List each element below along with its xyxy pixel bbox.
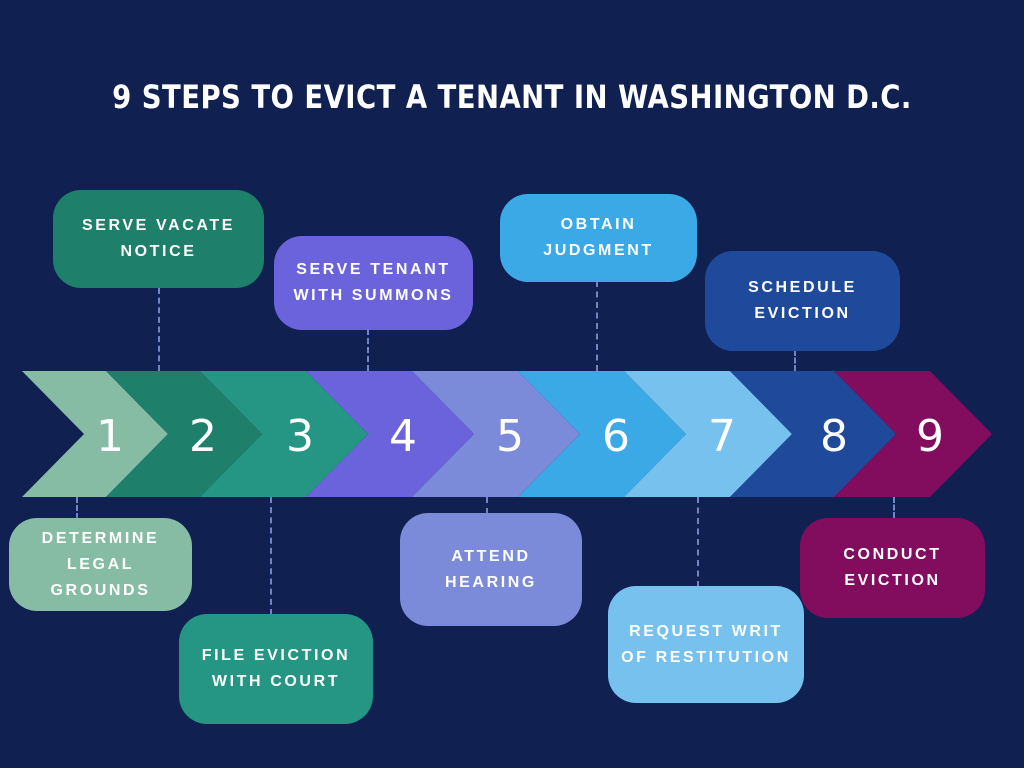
step-5-number: 5 (496, 411, 524, 462)
step-6-label: OBTAIN JUDGMENT (500, 194, 697, 282)
step-2-chevron (106, 371, 262, 497)
step-2-number: 2 (189, 411, 217, 462)
step-9-chevron (834, 371, 992, 497)
connector-line (367, 329, 369, 371)
step-2-label: SERVE VACATE NOTICE (53, 190, 264, 288)
step-1-label: DETERMINE LEGAL GROUNDS (9, 518, 192, 611)
step-8-chevron (730, 371, 896, 497)
connector-line (270, 497, 272, 615)
step-3-label: FILE EVICTION WITH COURT (179, 614, 373, 724)
step-7-chevron (624, 371, 792, 497)
step-8-label: SCHEDULE EVICTION (705, 251, 900, 351)
step-7-label: REQUEST WRIT OF RESTITUTION (608, 586, 804, 703)
step-1-number: 1 (96, 411, 124, 462)
step-4-chevron (306, 371, 474, 497)
step-6-chevron (518, 371, 686, 497)
page-title: 9 STEPS TO EVICT A TENANT IN WASHINGTON … (112, 78, 912, 116)
connector-line (158, 288, 160, 371)
step-6-number: 6 (602, 411, 630, 462)
step-8-number: 8 (820, 411, 848, 462)
step-5-chevron (412, 371, 580, 497)
step-7-number: 7 (708, 411, 736, 462)
step-4-number: 4 (389, 411, 417, 462)
connector-line (697, 497, 699, 587)
connector-line (596, 281, 598, 371)
connector-line (893, 497, 895, 518)
connector-line (76, 497, 78, 519)
connector-line (794, 350, 796, 371)
connector-line (486, 497, 488, 514)
step-3-number: 3 (286, 411, 314, 462)
step-4-label: SERVE TENANT WITH SUMMONS (274, 236, 473, 330)
step-9-label: CONDUCT EVICTION (800, 518, 985, 618)
step-5-label: ATTEND HEARING (400, 513, 582, 626)
step-1-chevron (22, 371, 168, 497)
step-9-number: 9 (916, 411, 944, 462)
step-3-chevron (200, 371, 368, 497)
